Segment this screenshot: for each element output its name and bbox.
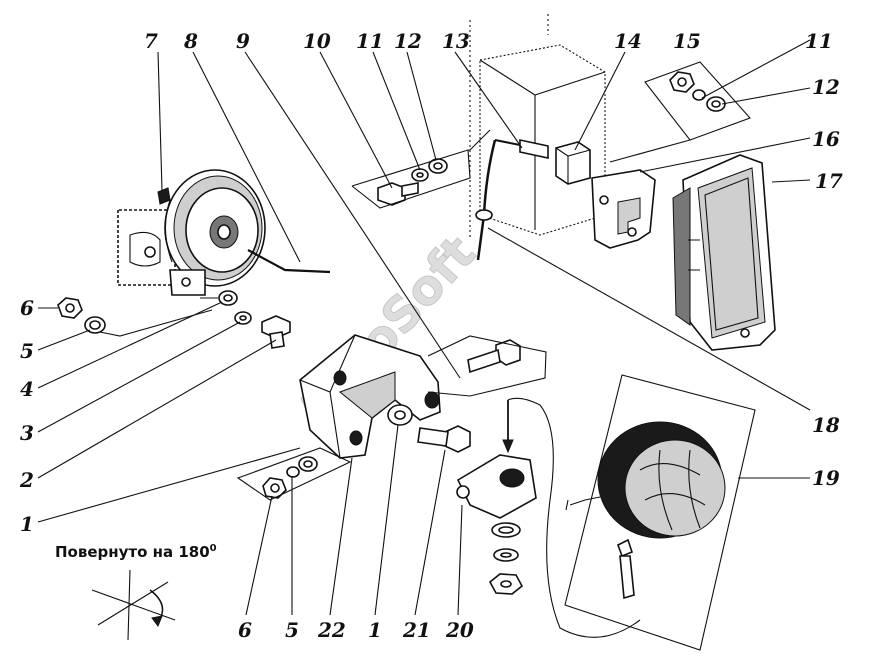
callout-15: 15: [673, 29, 701, 53]
callout-8: 8: [183, 29, 198, 53]
work-lamp-round: [564, 374, 756, 651]
rotation-note: Повернуто на 1800: [55, 543, 217, 561]
callout-9: 9: [236, 29, 250, 53]
work-lamp-rectangular: [672, 154, 776, 351]
rotation-note-text: Повернуто на 180: [55, 543, 210, 561]
horn-assembly: [117, 169, 266, 296]
callout-1-bottom: 1: [368, 618, 382, 642]
callout-12-top: 12: [394, 29, 422, 53]
mounting-bracket: [236, 334, 547, 501]
horn-wire: [247, 249, 331, 274]
callout-11-top: 11: [356, 29, 384, 53]
callout-17: 17: [815, 169, 843, 193]
callout-7: 7: [144, 29, 158, 53]
callout-5-left: 5: [20, 339, 34, 363]
cab-corner: [351, 14, 606, 261]
callout-1-left: 1: [20, 512, 34, 536]
callout-13: 13: [442, 29, 470, 53]
callout-16: 16: [812, 127, 840, 151]
callout-12-right: 12: [812, 75, 840, 99]
callout-14: 14: [614, 29, 642, 53]
rotation-degree: 0: [210, 543, 217, 554]
callout-18: 18: [812, 413, 840, 437]
callout-labels: 7 8 9 10 11 12 13 14 15 11 12 16 17 18 1…: [19, 29, 843, 642]
lamp-fasteners: [609, 61, 751, 163]
callout-22-bottom: 22: [317, 618, 346, 642]
rotation-symbol: [91, 569, 176, 641]
callout-19: 19: [812, 466, 840, 490]
leader-lines: [37, 39, 811, 616]
callout-6-bottom: 6: [238, 618, 252, 642]
lamp-bracket: [591, 169, 656, 249]
callout-10: 10: [303, 29, 331, 53]
callout-6-left: 6: [20, 296, 34, 320]
lamp-mount: [456, 397, 641, 638]
horn-fasteners: [57, 290, 291, 349]
callout-21-bottom: 21: [402, 618, 431, 642]
callout-20-bottom: 20: [445, 618, 474, 642]
callout-11-right: 11: [805, 29, 833, 53]
callout-4-left: 4: [20, 377, 34, 401]
callout-5-bottom: 5: [285, 618, 299, 642]
callout-2-left: 2: [19, 468, 34, 492]
callout-3-left: 3: [20, 421, 34, 445]
